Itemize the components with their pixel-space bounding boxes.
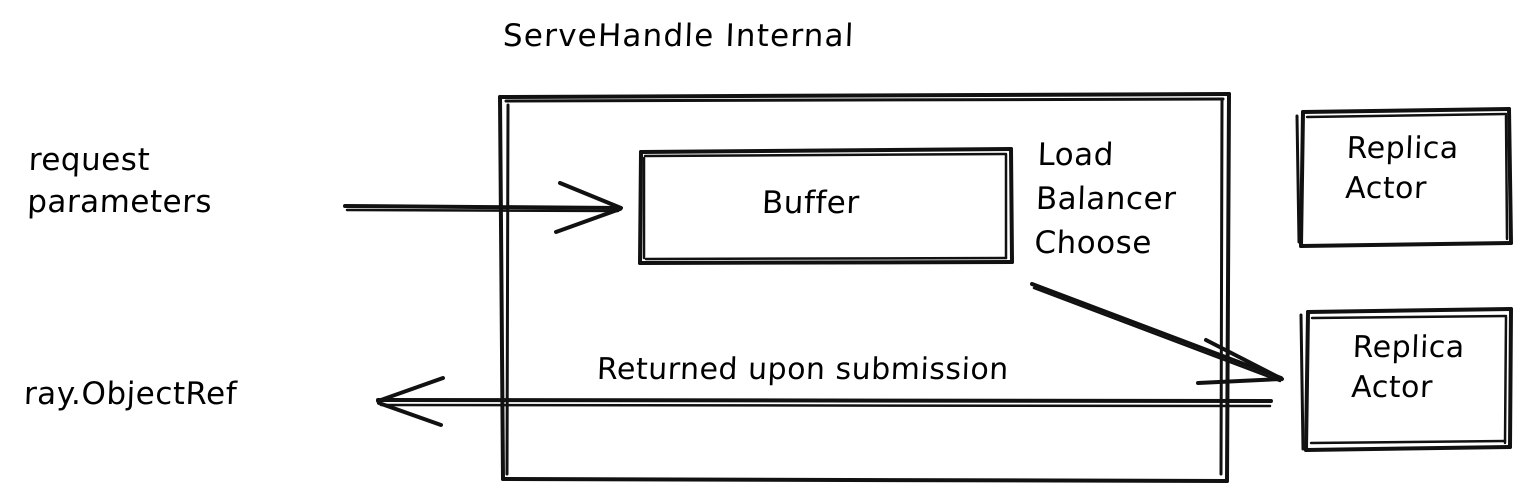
replica-actor-1-outline (1295, 107, 1513, 248)
replica-actor-1-line1: Replica (1346, 131, 1460, 166)
request-parameters-label: request parameters (27, 140, 215, 224)
load-balancer-line1: Load (1036, 137, 1115, 173)
replica-actor-2-line2: Actor (1350, 369, 1434, 405)
object-ref-label: ray.ObjectRef (23, 376, 238, 412)
replica-actor-1-label: Replica Actor (1345, 129, 1460, 208)
load-balancer-label: Load Balancer Choose (1034, 133, 1179, 265)
load-balancer-line3: Choose (1033, 225, 1153, 262)
request-parameters-line2: parameters (26, 183, 213, 220)
diagram-title: ServeHandle Internal (502, 18, 856, 54)
replica-actor-2-outline (1299, 307, 1513, 452)
replica-actor-2-line1: Replica (1352, 330, 1466, 365)
dispatch-arrow (1030, 282, 1284, 385)
buffer-box-label: Buffer (761, 185, 861, 221)
replica-actor-2-label: Replica Actor (1351, 328, 1466, 407)
returned-upon-submission-label: Returned upon submission (596, 352, 1010, 387)
replica-actor-1-line2: Actor (1344, 170, 1428, 206)
buffer-box-outline (638, 147, 1014, 265)
servehandle-container-outline (498, 92, 1231, 483)
load-balancer-line2: Balancer (1035, 181, 1178, 218)
request-parameters-line1: request (28, 142, 151, 178)
return-arrow (376, 376, 1273, 427)
input-arrow (343, 181, 623, 234)
